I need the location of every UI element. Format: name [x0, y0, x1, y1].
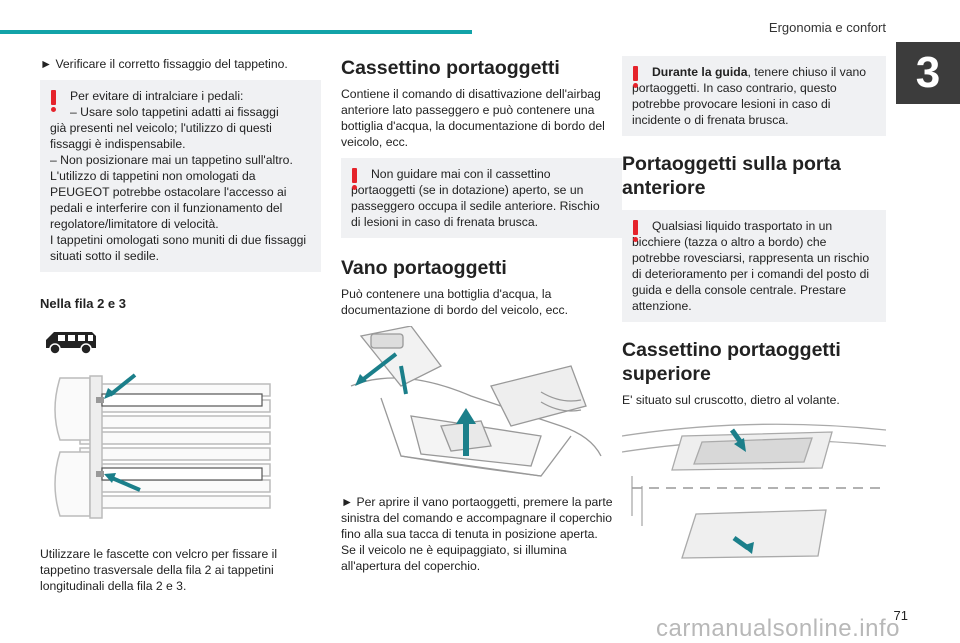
warning-text: già presenti nel veicolo; l'utilizzo di …: [50, 121, 272, 151]
warning-text: portaoggetti. In caso contrario, questo …: [632, 81, 837, 127]
warning-line-rest: , tenere chiuso il vano: [747, 65, 867, 79]
warning-icon: [351, 168, 358, 190]
warning-box-pedals: Per evitare di intralciare i pedali: – U…: [40, 80, 321, 272]
chapter-number: 3: [896, 42, 960, 104]
bullet-check-mat: ► Verificare il corretto fissaggio del t…: [40, 57, 288, 71]
warning-text: bicchiere (tazza o altro a bordo) che po…: [632, 235, 870, 313]
warning-line: Per evitare di intralciare i pedali:: [70, 89, 244, 103]
diagram-caption: Utilizzare le fascette con velcro per fi…: [40, 547, 278, 593]
warning-icon: [632, 220, 639, 242]
warning-line: Non guidare mai con il cassettino: [371, 167, 551, 181]
warning-line: Durante la guida, tenere chiuso il vano: [632, 64, 876, 80]
heading-door-storage: Portaoggetti sulla porta anteriore: [622, 153, 841, 199]
heading-vano: Vano portaoggetti: [341, 257, 507, 279]
warning-icon: [632, 66, 639, 88]
page-number: 71: [893, 608, 908, 623]
column-2: Cassettino portaoggetti Contiene il coma…: [341, 56, 622, 582]
warning-box-driving: Durante la guida, tenere chiuso il vano …: [622, 56, 886, 136]
glovebox-text: Contiene il comando di disattivazione de…: [341, 87, 605, 149]
warning-line: Qualsiasi liquido trasportato in un: [652, 219, 833, 233]
upper-box-illustration: [622, 423, 886, 559]
light-note: Se il veicolo ne è equipaggiato, si illu…: [341, 543, 567, 573]
vano-text: Può contenere una bottiglia d'acqua, la …: [341, 287, 568, 317]
column-3: Durante la guida, tenere chiuso il vano …: [622, 56, 886, 576]
upper-box-text: E' situato sul cruscotto, dietro al vola…: [622, 393, 840, 407]
header-accent-bar: [0, 30, 472, 34]
column-1: ► Verificare il corretto fissaggio del t…: [40, 56, 321, 602]
warning-box-glovebox: Non guidare mai con il cassettino portao…: [341, 158, 622, 238]
warning-text: L'utilizzo di tappetini non omologati da…: [50, 169, 287, 231]
warning-text: – Non posizionare mai un tappetino sull'…: [50, 153, 293, 167]
van-icon: [46, 332, 96, 355]
watermark: carmanualsonline.info: [656, 615, 900, 642]
warning-line: – Usare solo tappetini adatti ai fissagg…: [70, 105, 279, 119]
section-title: Ergonomia e confort: [768, 20, 886, 35]
subsection-title: Nella fila 2 e 3: [40, 296, 126, 311]
warning-bold: Durante la guida: [652, 65, 748, 79]
warning-text: portaoggetti (se in dotazione) aperto, s…: [351, 183, 600, 229]
warning-text: I tappetini omologati sono muniti di due…: [50, 233, 307, 263]
glovebox-illustration: [350, 326, 602, 477]
floor-mat-diagram: [54, 373, 271, 519]
warning-box-liquids: Qualsiasi liquido trasportato in un bicc…: [622, 210, 886, 322]
heading-upper-box: Cassettino portaoggetti superiore: [622, 339, 841, 385]
warning-icon: [50, 90, 57, 112]
heading-glovebox: Cassettino portaoggetti: [341, 57, 560, 79]
open-instruction: ► Per aprire il vano portaoggetti, preme…: [341, 495, 613, 541]
